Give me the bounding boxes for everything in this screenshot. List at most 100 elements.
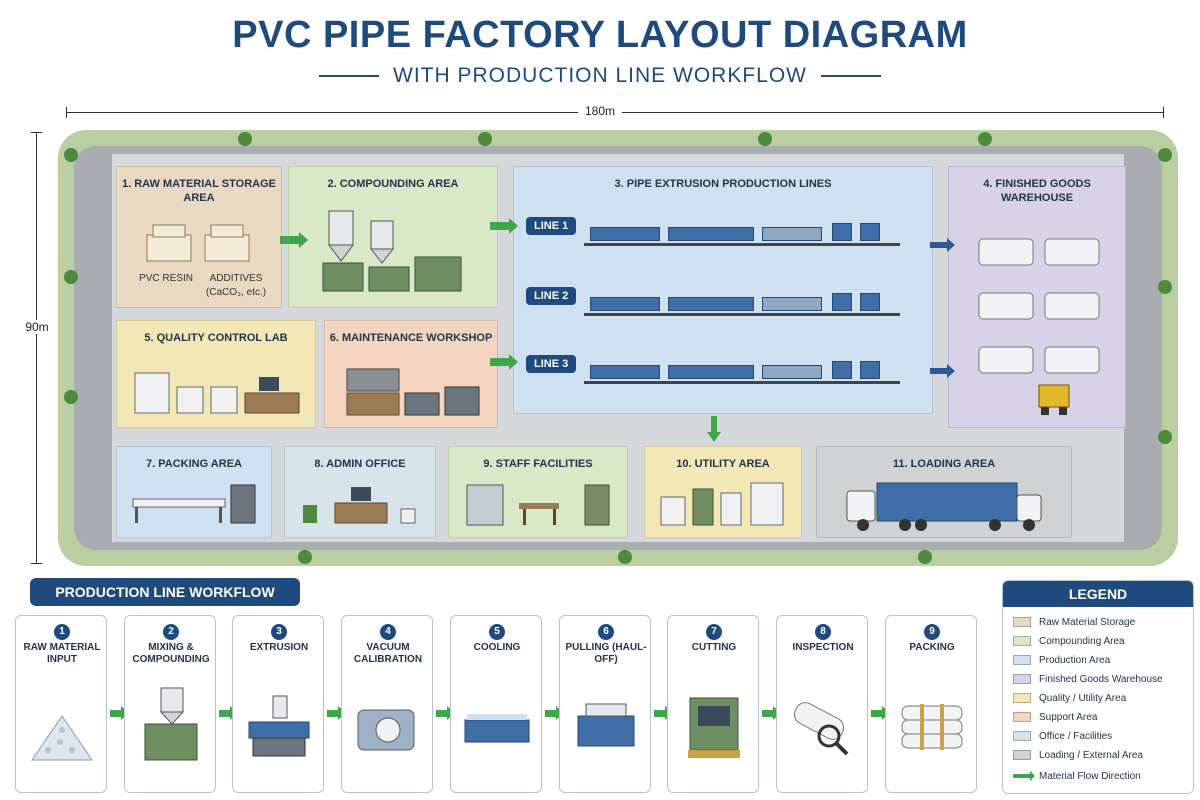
legend-swatch <box>1013 693 1031 703</box>
tree-icon <box>64 390 78 404</box>
workflow-step-packing: 9 PACKING <box>885 615 977 793</box>
legend-item: Office / Facilities <box>1013 729 1112 743</box>
workflow-arrow <box>871 706 890 720</box>
line-2-cutter <box>860 293 880 311</box>
truck-icon <box>846 482 1042 531</box>
step-label: INSPECTION <box>792 642 854 653</box>
tree-icon <box>64 270 78 284</box>
zone-loading: 11. LOADING AREA <box>816 446 1072 538</box>
office-desk-icon <box>303 487 416 524</box>
legend-swatch <box>1013 636 1031 646</box>
step-label: MIXING & COMPOUNDING <box>132 642 210 665</box>
tool-bench-icon <box>346 368 480 416</box>
step-number: 4 <box>380 624 396 640</box>
flow-arrow-compounding-to-line1 <box>490 218 518 234</box>
step-number: 6 <box>598 624 614 640</box>
workflow-step-raw-material-input: 1 RAW MATERIAL INPUT <box>15 615 107 793</box>
flow-arrow-line1-to-warehouse <box>930 238 955 252</box>
lab-equipment-icon <box>134 372 300 414</box>
legend-panel: LEGEND Raw Material Storage Compounding … <box>1002 580 1194 794</box>
diagram-title: PVC PIPE FACTORY LAYOUT DIAGRAM <box>232 14 968 56</box>
height-dimension-label: 90m <box>20 320 54 334</box>
step-label: VACUUM CALIBRATION <box>353 642 423 665</box>
step-label: RAW MATERIAL INPUT <box>23 642 101 665</box>
tree-icon <box>618 550 632 564</box>
workflow-arrow <box>436 706 455 720</box>
vacuum-tank-icon <box>357 709 415 751</box>
line-3-vacuum-tank <box>668 365 754 379</box>
workflow-arrow <box>327 706 346 720</box>
flow-arrow-icon <box>1013 771 1035 781</box>
legend-swatch <box>1013 674 1031 684</box>
line-3-base <box>584 381 900 384</box>
flow-arrow-raw-to-compounding <box>280 232 308 248</box>
workflow-step-cutting: 7 CUTTING <box>667 615 759 793</box>
subtitle-row: WITH PRODUCTION LINE WORKFLOW <box>0 64 1200 88</box>
line-1-extruder <box>590 227 660 241</box>
legend-label: Quality / Utility Area <box>1039 692 1127 704</box>
sacks-icon <box>146 224 250 262</box>
legend-item: Finished Goods Warehouse <box>1013 672 1163 686</box>
zone-compounding-label: 2. COMPOUNDING AREA <box>327 178 459 190</box>
line-2-base <box>584 313 900 316</box>
tree-icon <box>758 132 772 146</box>
zone-maintenance-label: 6. MAINTENANCE WORKSHOP <box>329 332 493 344</box>
legend-label: Office / Facilities <box>1039 730 1113 742</box>
step-number: 2 <box>163 624 179 640</box>
pipe-stacks-icon <box>978 238 1100 415</box>
tree-icon <box>64 148 78 162</box>
zone-utility-label: 10. UTILITY AREA <box>676 458 770 470</box>
tree-icon <box>238 132 252 146</box>
workflow-step-mixing-compounding: 2 MIXING & COMPOUNDING <box>124 615 216 793</box>
legend-swatch <box>1013 750 1031 760</box>
line-1-vacuum-tank <box>668 227 754 241</box>
step-number: 7 <box>706 624 722 640</box>
magnifier-pipe-icon <box>793 702 849 756</box>
zone-raw-material-label: 1. RAW MATERIAL STORAGE AREA <box>121 178 276 204</box>
subtitle-rule-right <box>821 75 881 77</box>
line-2-cooling-tank <box>762 297 822 311</box>
workflow-step-pulling: 6 PULLING (HAUL-OFF) <box>559 615 651 793</box>
zone-quality-control-label: 5. QUALITY CONTROL LAB <box>144 332 288 344</box>
zone-maintenance-workshop: 6. MAINTENANCE WORKSHOP <box>324 320 498 428</box>
packing-table-icon <box>132 484 256 524</box>
line-3-cutter <box>860 361 880 379</box>
step-label: EXTRUSION <box>249 642 309 653</box>
zone-finished-goods: 4. FINISHED GOODS WAREHOUSE <box>948 166 1126 428</box>
legend-label: Raw Material Storage <box>1039 616 1136 628</box>
additives-label: ADDITIVES <box>209 273 263 284</box>
legend-item: Quality / Utility Area <box>1013 691 1126 705</box>
zone-staff-label: 9. STAFF FACILITIES <box>483 458 593 470</box>
legend-swatch <box>1013 617 1031 627</box>
legend-label: Support Area <box>1039 711 1098 723</box>
line-3-cooling-tank <box>762 365 822 379</box>
legend-label: Finished Goods Warehouse <box>1039 673 1163 685</box>
line-2-badge: LINE 2 <box>526 287 577 305</box>
workflow-step-extrusion: 3 EXTRUSION <box>232 615 324 793</box>
lockers-table-icon <box>466 484 610 526</box>
step-number: 8 <box>815 624 831 640</box>
flow-arrow-down-to-utility <box>707 416 721 442</box>
tree-icon <box>1158 148 1172 162</box>
haul-off-icon <box>577 703 635 747</box>
tree-icon <box>1158 280 1172 294</box>
workflow-header: PRODUCTION LINE WORKFLOW <box>30 578 300 606</box>
zone-packing-label: 7. PACKING AREA <box>146 458 242 470</box>
tree-icon <box>918 550 932 564</box>
workflow-step-cooling: 5 COOLING <box>450 615 542 793</box>
flow-arrow-line3-to-warehouse <box>930 364 955 378</box>
legend-title: LEGEND <box>1003 581 1193 607</box>
zone-utility: 10. UTILITY AREA <box>644 446 802 538</box>
line-2-extruder <box>590 297 660 311</box>
zone-staff-facilities: 9. STAFF FACILITIES <box>448 446 628 538</box>
step-label: COOLING <box>473 642 521 653</box>
additives-note: (CaCO₃, etc.) <box>205 287 267 298</box>
workflow-arrow <box>654 706 673 720</box>
legend-item: Support Area <box>1013 710 1097 724</box>
zone-packing: 7. PACKING AREA <box>116 446 272 538</box>
pipe-bundle-icon <box>901 704 963 750</box>
zone-extrusion-label: 3. PIPE EXTRUSION PRODUCTION LINES <box>614 178 832 190</box>
line-1-base <box>584 243 900 246</box>
zone-admin-office: 8. ADMIN OFFICE <box>284 446 436 538</box>
flow-arrow-to-line3 <box>490 354 518 370</box>
